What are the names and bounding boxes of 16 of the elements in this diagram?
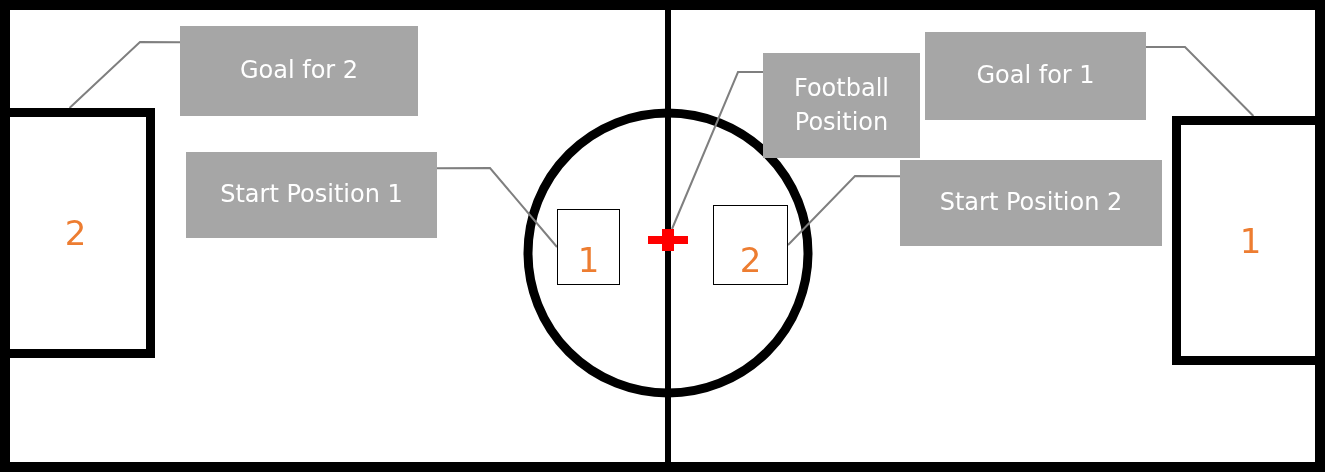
start-box: [713, 205, 788, 285]
position-number: 1: [1239, 220, 1262, 261]
ball-position-cross-icon: [648, 229, 688, 251]
position-number: 2: [64, 213, 87, 253]
start-box: [557, 209, 620, 285]
position-number: 1: [577, 240, 600, 280]
leader-line: [671, 70, 764, 230]
callout-label: Start Position 1: [186, 152, 437, 238]
callout-label: Goal for 1: [925, 32, 1146, 120]
callout-label: Start Position 2: [900, 160, 1162, 246]
callout-label: Goal for 2: [180, 26, 418, 116]
callout-label: Football Position: [763, 53, 920, 158]
position-number: 2: [739, 240, 762, 280]
leader-line: [68, 41, 181, 109]
leader-line: [436, 167, 558, 248]
leader-line: [1145, 45, 1255, 117]
